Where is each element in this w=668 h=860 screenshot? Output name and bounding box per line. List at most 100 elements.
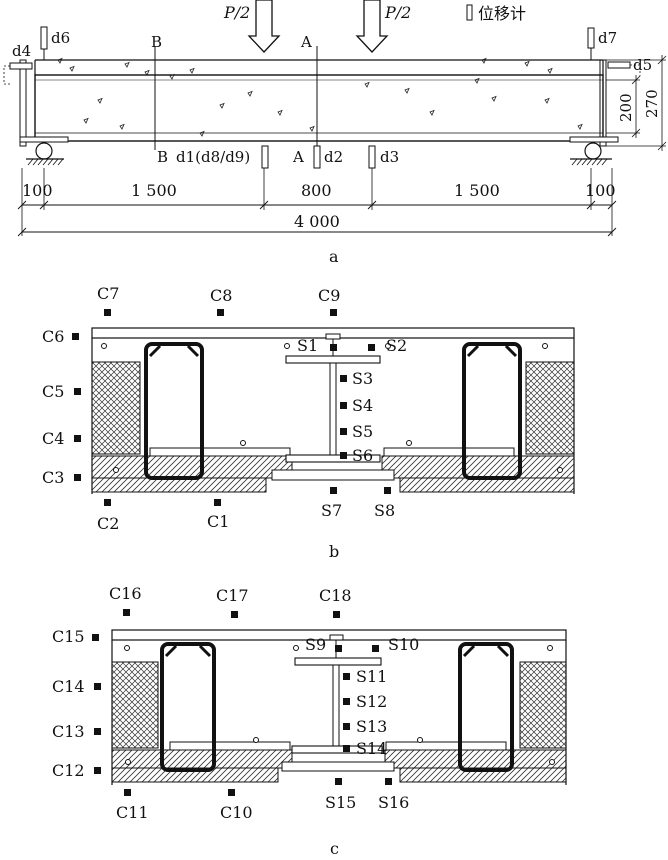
label-s13: S13 xyxy=(356,717,387,736)
label-s9: S9 xyxy=(305,635,326,654)
gauge-d1-label: d1(d8/d9) xyxy=(176,148,250,166)
gauge-c9-marker xyxy=(330,309,337,316)
beam-elevation: P/2 P/2 位移计 B A B A d6 d7 d4 d5 d1(d8/d9… xyxy=(3,0,667,266)
label-c6: C6 xyxy=(42,327,64,346)
label-c4: C4 xyxy=(42,429,64,448)
gauge-s16-marker xyxy=(385,778,392,785)
gauge-d3-label: d3 xyxy=(380,148,399,166)
height-270-label: 270 xyxy=(643,89,661,118)
gauge-d6-icon xyxy=(40,26,48,50)
left-roller-support xyxy=(26,142,64,166)
span-100-left: 100 xyxy=(22,181,53,200)
gauge-s6-marker xyxy=(340,452,347,459)
gauge-d2-label: d2 xyxy=(324,148,343,166)
section-mark-b-bottom: B xyxy=(157,148,168,166)
label-s10: S10 xyxy=(388,635,419,654)
span-total: 4 000 xyxy=(294,212,340,231)
caption-c: c xyxy=(330,839,339,858)
label-c2: C2 xyxy=(97,514,119,533)
concrete-aggregate-marks xyxy=(57,58,583,137)
gauge-c11-marker xyxy=(124,789,131,796)
label-c17: C17 xyxy=(216,586,249,605)
label-s12: S12 xyxy=(356,692,387,711)
gauge-c17-marker xyxy=(231,611,238,618)
gauge-c15-marker xyxy=(92,634,99,641)
gauge-d4-icon xyxy=(9,62,33,70)
label-c18: C18 xyxy=(319,586,352,605)
gauge-s14-marker xyxy=(343,745,350,752)
gauge-c2-marker xyxy=(104,499,111,506)
gauge-s7-marker xyxy=(330,487,337,494)
label-s3: S3 xyxy=(352,369,373,388)
gauge-d6-label: d6 xyxy=(51,29,70,47)
label-s11: S11 xyxy=(356,667,387,686)
gauge-s2-marker xyxy=(368,344,375,351)
gauge-c1-marker xyxy=(214,499,221,506)
label-s6: S6 xyxy=(352,446,373,465)
gauge-d1-icon xyxy=(261,145,269,169)
displacement-gauge-legend-icon xyxy=(466,4,473,21)
gauge-c16-marker xyxy=(123,609,130,616)
gauge-c7-marker xyxy=(104,309,111,316)
gauge-s13-marker xyxy=(343,723,350,730)
gauge-c18-marker xyxy=(333,611,340,618)
cross-section-c: C15 C16 C17 C18 C14 C13 C12 C11 C10 S9 S… xyxy=(52,584,567,858)
span-1500-right: 1 500 xyxy=(454,181,500,200)
height-dimensions xyxy=(606,55,667,151)
label-s1: S1 xyxy=(297,336,318,355)
gauge-c10-marker xyxy=(228,789,235,796)
section-mark-a-top: A xyxy=(300,33,312,51)
height-200-label: 200 xyxy=(617,93,635,122)
label-c11: C11 xyxy=(116,803,149,822)
right-roller-support xyxy=(570,142,612,166)
gauge-d3-icon xyxy=(368,145,376,169)
caption-b: b xyxy=(329,542,339,561)
gauge-s15-marker xyxy=(335,778,342,785)
gauge-c13-marker xyxy=(94,728,101,735)
load-arrow-left xyxy=(247,0,281,53)
section-mark-b-top: B xyxy=(151,33,162,51)
span-800: 800 xyxy=(301,181,332,200)
label-s16: S16 xyxy=(378,793,409,812)
gauge-s10-marker xyxy=(372,645,379,652)
label-c13: C13 xyxy=(52,722,85,741)
label-c7: C7 xyxy=(97,284,119,303)
label-s5: S5 xyxy=(352,422,373,441)
gauge-s5-marker xyxy=(340,428,347,435)
span-100-right: 100 xyxy=(585,181,616,200)
cross-section-b: C6 C7 C8 C9 C5 C4 C3 C2 C1 S1 S2 S3 S4 S… xyxy=(42,284,575,561)
load-arrow-right xyxy=(355,0,389,53)
gauge-s11-marker xyxy=(343,673,350,680)
label-s15: S15 xyxy=(325,793,356,812)
gauge-c4-marker xyxy=(74,435,81,442)
gauge-d7-icon xyxy=(587,27,595,49)
gauge-s1-marker xyxy=(330,344,337,351)
gauge-d5-icon xyxy=(607,61,631,69)
label-s7: S7 xyxy=(321,501,342,520)
label-c3: C3 xyxy=(42,468,64,487)
load-label-right: P/2 xyxy=(384,3,411,22)
gauge-c14-marker xyxy=(94,683,101,690)
label-c5: C5 xyxy=(42,382,64,401)
load-label-left: P/2 xyxy=(223,3,250,22)
label-s14: S14 xyxy=(356,739,387,758)
label-c10: C10 xyxy=(220,803,253,822)
label-c8: C8 xyxy=(210,286,232,305)
gauge-d7-label: d7 xyxy=(598,29,617,47)
label-c14: C14 xyxy=(52,677,85,696)
label-s8: S8 xyxy=(374,501,395,520)
label-c9: C9 xyxy=(318,286,340,305)
section-mark-a-bottom: A xyxy=(292,148,304,166)
gauge-c3-marker xyxy=(74,474,81,481)
gauge-s12-marker xyxy=(343,698,350,705)
label-s4: S4 xyxy=(352,396,373,415)
gauge-c12-marker xyxy=(94,767,101,774)
gauge-s9-marker xyxy=(335,645,342,652)
legend-label: 位移计 xyxy=(478,4,526,23)
gauge-c5-marker xyxy=(74,388,81,395)
gauge-s3-marker xyxy=(340,375,347,382)
gauge-c8-marker xyxy=(217,309,224,316)
label-c16: C16 xyxy=(109,584,142,603)
span-dimensions xyxy=(17,168,617,237)
